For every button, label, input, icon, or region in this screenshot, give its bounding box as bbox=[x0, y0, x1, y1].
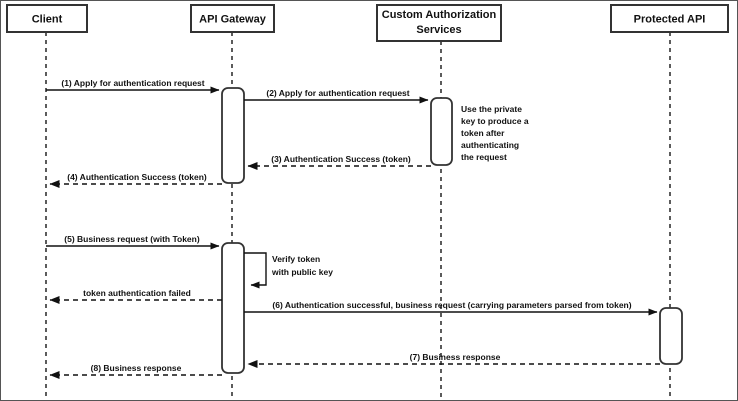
participant-api-gateway[interactable]: API Gateway bbox=[190, 4, 275, 33]
note-private-key-line-3: token after bbox=[461, 128, 505, 138]
message-8[interactable]: (8) Business response bbox=[49, 363, 222, 379]
participant-custom-auth[interactable]: Custom Authorization Services bbox=[376, 4, 502, 42]
participant-box-protected-api bbox=[610, 4, 729, 33]
message-self-verify-token-arrow bbox=[244, 252, 267, 289]
note-private-key-line-2: key to produce a bbox=[461, 116, 529, 126]
message-self-verify-token[interactable]: Verify token with public key bbox=[244, 252, 333, 289]
message-3-label: (3) Authentication Success (token) bbox=[271, 154, 411, 164]
message-5-label: (5) Business request (with Token) bbox=[64, 234, 200, 244]
participant-label-protected-api: Protected API bbox=[634, 13, 706, 25]
message-2[interactable]: (2) Apply for authentication request bbox=[244, 88, 429, 104]
message-3[interactable]: (3) Authentication Success (token) bbox=[247, 154, 431, 170]
note-private-key-line-4: authenticating bbox=[461, 140, 519, 150]
activation-custom-auth-1 bbox=[430, 97, 453, 166]
participant-box-custom-auth bbox=[376, 4, 502, 42]
message-1-label: (1) Apply for authentication request bbox=[61, 78, 204, 88]
message-6[interactable]: (6) Authentication successful, business … bbox=[244, 300, 658, 316]
message-token-authentication-failed-label: token authentication failed bbox=[83, 288, 191, 298]
participant-protected-api[interactable]: Protected API bbox=[610, 4, 729, 33]
participant-label-custom-auth-line1: Custom Authorization bbox=[382, 9, 497, 21]
activation-api-gateway-1 bbox=[221, 87, 245, 184]
message-self-verify-token-label-line1: Verify token bbox=[272, 254, 320, 264]
activation-protected-api-1 bbox=[659, 307, 683, 365]
message-7[interactable]: (7) Business response bbox=[247, 352, 660, 368]
message-5[interactable]: (5) Business request (with Token) bbox=[46, 234, 220, 250]
participant-box-client bbox=[6, 4, 88, 33]
message-8-label: (8) Business response bbox=[91, 363, 182, 373]
message-4[interactable]: (4) Authentication Success (token) bbox=[49, 172, 222, 188]
note-private-key: Use the private key to produce a token a… bbox=[461, 104, 529, 162]
message-4-label: (4) Authentication Success (token) bbox=[67, 172, 207, 182]
participant-label-custom-auth-line2: Services bbox=[416, 24, 461, 36]
note-private-key-line-1: Use the private bbox=[461, 104, 522, 114]
message-7-label: (7) Business response bbox=[410, 352, 501, 362]
participant-box-api-gateway bbox=[190, 4, 275, 33]
participant-label-client: Client bbox=[32, 13, 63, 25]
participant-client[interactable]: Client bbox=[6, 4, 88, 33]
participant-label-api-gateway: API Gateway bbox=[199, 13, 267, 25]
message-1[interactable]: (1) Apply for authentication request bbox=[46, 78, 220, 94]
note-private-key-line-5: the request bbox=[461, 152, 507, 162]
message-2-label: (2) Apply for authentication request bbox=[266, 88, 409, 98]
message-self-verify-token-label-line2: with public key bbox=[271, 267, 333, 277]
message-token-authentication-failed[interactable]: token authentication failed bbox=[49, 288, 222, 304]
message-6-label: (6) Authentication successful, business … bbox=[272, 300, 631, 310]
activation-api-gateway-2 bbox=[221, 242, 245, 374]
